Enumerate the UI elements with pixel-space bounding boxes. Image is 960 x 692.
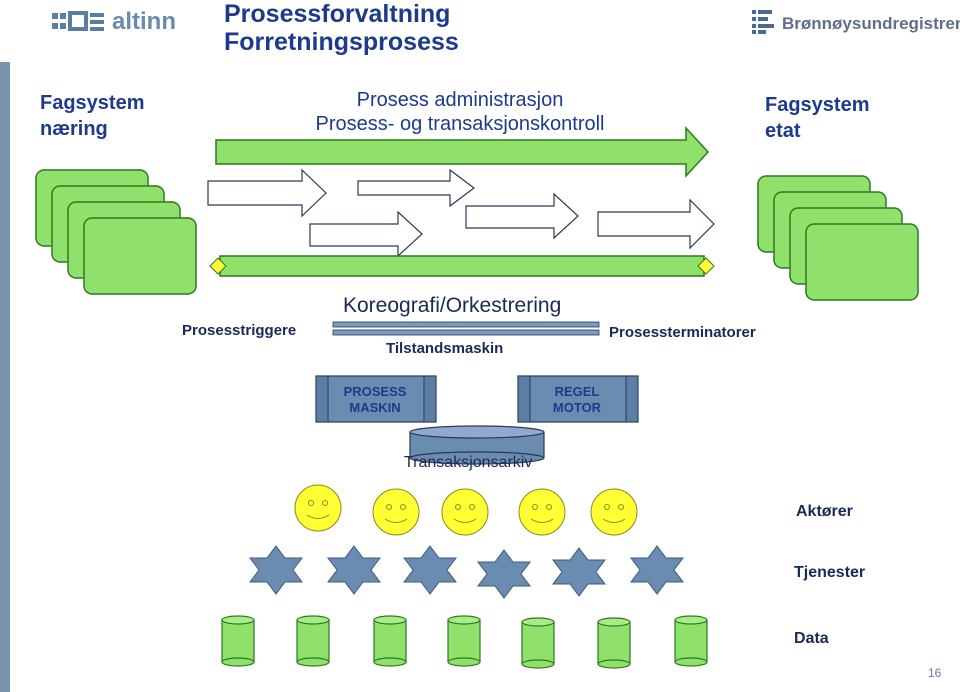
services-row <box>249 545 684 599</box>
altinn-logo-icon <box>52 11 104 31</box>
cylinder-icon <box>447 615 481 667</box>
fagsystem-naering-line-1: Fagsystem <box>40 92 145 114</box>
transaction-archive-cylinder-icon <box>409 425 545 465</box>
cylinder-icon <box>373 615 407 667</box>
star-icon <box>403 545 457 595</box>
choreography-bar <box>219 255 705 277</box>
cylinder-icon <box>296 615 330 667</box>
altinn-logo-text: altinn <box>112 8 176 35</box>
cylinder-icon <box>521 617 555 669</box>
title-line-1: Prosessforvaltning <box>224 0 451 28</box>
star-icon <box>477 549 531 599</box>
process-machine-label: PROSESS MASKIN <box>330 384 420 416</box>
process-admin-line-2: Prosess- og transaksjonskontroll <box>315 113 605 135</box>
rule-engine-line-1: REGEL <box>554 384 600 399</box>
fagsystem-etat-label: Fagsystem etat <box>765 92 870 144</box>
choreography-label: Koreografi/Orkestrering <box>343 294 562 317</box>
process-machine-box <box>315 375 437 423</box>
brreg-logo-text: Brønnøysundregistrene <box>782 14 960 33</box>
rule-engine-label: REGEL MOTOR <box>532 384 622 416</box>
process-control-arrow <box>215 126 710 178</box>
step-arrow-1 <box>207 168 327 218</box>
smiley-icon <box>590 488 638 536</box>
fagsystem-naering-stack <box>35 169 197 295</box>
process-machine-line-2: MASKIN <box>349 400 401 415</box>
step-arrow-5 <box>597 198 715 250</box>
step-arrow-3 <box>309 210 423 258</box>
rule-engine-line-2: MOTOR <box>552 400 602 415</box>
transaction-archive-label: Transaksjonsarkiv <box>404 454 533 471</box>
smiley-icon <box>372 488 420 536</box>
state-machine-bar-top <box>332 321 600 328</box>
data-row <box>221 615 708 669</box>
services-legend: Tjenester <box>794 564 866 581</box>
fagsystem-etat-stack <box>757 175 919 301</box>
state-machine-label: Tilstandsmaskin <box>386 340 504 357</box>
process-step-arrows <box>207 168 715 258</box>
left-accent-bar <box>0 62 10 692</box>
smiley-icon <box>441 488 489 536</box>
cylinder-icon <box>221 615 255 667</box>
page-number: 16 <box>928 666 942 680</box>
terminator-diamond-icon <box>697 257 715 275</box>
fagsystem-naering-label: Fagsystem næring <box>40 90 145 142</box>
star-icon <box>327 545 381 595</box>
star-icon <box>552 547 606 597</box>
process-admin-label: Prosess administrasjon Prosess- og trans… <box>300 88 620 136</box>
page-title: Prosessforvaltning Forretningsprosess <box>224 0 459 56</box>
process-machine-line-1: PROSESS <box>343 384 407 399</box>
brreg-logo-icon <box>752 10 774 34</box>
process-terminators-label: Prosessterminatorer <box>609 324 756 341</box>
cylinder-icon <box>597 617 631 669</box>
trigger-diamond-icon <box>209 257 227 275</box>
fagsystem-etat-line-2: etat <box>765 120 801 142</box>
smiley-icon <box>294 484 342 532</box>
actors-legend: Aktører <box>796 503 853 520</box>
star-icon <box>249 545 303 595</box>
process-admin-line-1: Prosess administrasjon <box>356 89 564 111</box>
star-icon <box>630 545 684 595</box>
fagsystem-naering-line-2: næring <box>40 118 108 140</box>
process-triggers-label: Prosesstriggere <box>182 322 297 339</box>
step-arrow-4 <box>465 192 579 240</box>
step-arrow-2 <box>357 168 475 208</box>
cylinder-icon <box>674 615 708 667</box>
state-machine-bar-bottom <box>332 329 600 336</box>
actors-row <box>294 484 638 536</box>
title-line-2: Forretningsprosess <box>224 28 459 56</box>
fagsystem-etat-line-1: Fagsystem <box>765 94 870 116</box>
smiley-icon <box>518 488 566 536</box>
data-legend: Data <box>794 630 829 647</box>
rule-engine-box <box>517 375 639 423</box>
